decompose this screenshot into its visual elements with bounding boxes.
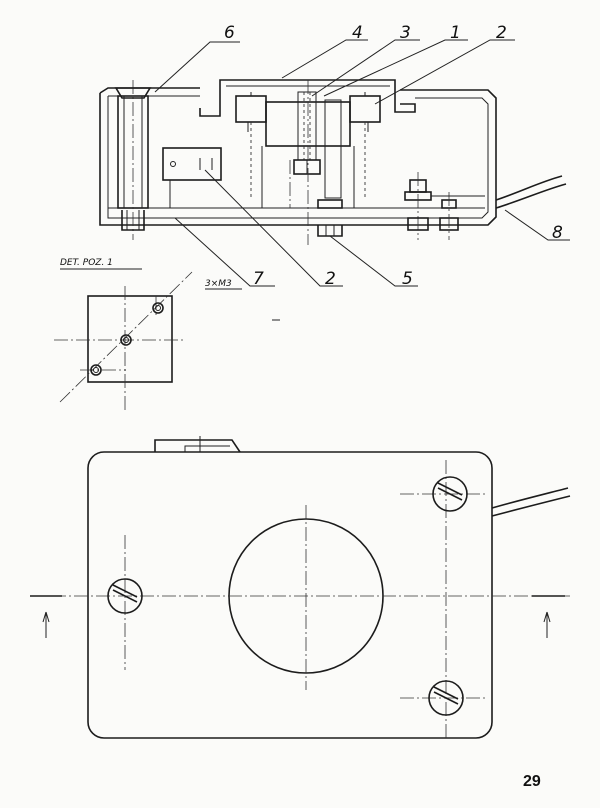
part-label-4: 4 [352, 23, 363, 43]
part-label-3: 3 [400, 23, 411, 43]
page-number: 29 [523, 773, 541, 790]
top-view [30, 436, 571, 740]
detail-plate [54, 271, 193, 412]
top-cover [199, 79, 416, 117]
detail-holes-note: 3×M3 [205, 279, 232, 289]
cable [495, 175, 563, 201]
screw-top-right [432, 476, 468, 512]
leader-lines [154, 39, 570, 287]
part-label-5: 5 [402, 269, 413, 289]
adjust-nut [317, 225, 343, 237]
part-label-2-bottom: 2 [325, 269, 336, 289]
detail-title: DET. POZ. 1 [60, 258, 113, 268]
part-label-2-top: 2 [496, 23, 507, 43]
part-label-6: 6 [224, 23, 235, 43]
part-label-7: 7 [253, 269, 264, 289]
screw-bottom-right [428, 680, 464, 716]
right-block [349, 95, 381, 123]
left-nut [121, 210, 145, 231]
part-label-8: 8 [552, 223, 563, 243]
section-view [99, 79, 567, 245]
left-block [235, 95, 267, 123]
housing-outline [87, 451, 493, 739]
part-label-1: 1 [450, 23, 461, 43]
cable-top-view [491, 487, 569, 509]
small-component [162, 147, 222, 181]
screw-left [107, 578, 143, 614]
